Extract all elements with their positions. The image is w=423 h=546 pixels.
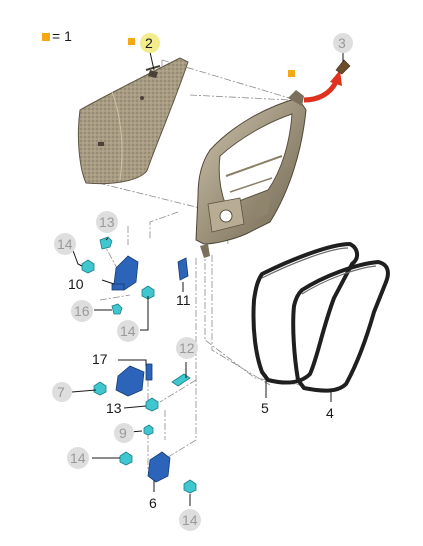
legend: = 1 xyxy=(42,28,72,44)
callout-2: 2 xyxy=(145,35,153,51)
removal-arrow xyxy=(303,70,342,103)
upper-hinge-assembly xyxy=(81,236,155,315)
callout-14b: 14 xyxy=(120,323,136,339)
callout-bubble-14c xyxy=(67,447,89,469)
callout-12: 12 xyxy=(179,340,195,356)
callout-bubble-16 xyxy=(71,300,93,322)
callout-14d: 14 xyxy=(182,512,198,528)
callout-13a: 13 xyxy=(99,214,115,230)
callout-bubble-14b xyxy=(117,320,139,342)
callout-11: 11 xyxy=(176,292,191,308)
callout-6: 6 xyxy=(149,495,157,511)
callout-bubble-3 xyxy=(333,33,353,53)
door-seal-4 xyxy=(291,260,390,393)
callout-5: 5 xyxy=(261,400,269,416)
marker-square-frame xyxy=(288,70,295,77)
callouts: 2 3 4 5 6 7 9 10 11 12 13 13 14 14 14 14… xyxy=(52,33,353,531)
callout-bubble-2 xyxy=(140,33,160,53)
callout-14a: 14 xyxy=(57,236,73,252)
callout-bubble-12 xyxy=(176,337,198,359)
door-check-assembly xyxy=(119,451,197,494)
legend-label: = 1 xyxy=(52,28,72,44)
callout-9: 9 xyxy=(119,425,127,441)
callout-bubble-13a xyxy=(96,211,118,233)
callout-bubble-9 xyxy=(114,423,134,443)
bracket-part-11 xyxy=(177,257,189,281)
legend-swatch xyxy=(42,33,50,41)
callout-7: 7 xyxy=(57,384,65,400)
inner-door-frame xyxy=(195,90,307,258)
door-seal-5 xyxy=(251,242,359,385)
callout-4: 4 xyxy=(326,405,334,421)
callout-3: 3 xyxy=(338,35,346,51)
callout-10: 10 xyxy=(68,276,84,292)
assembly-lines xyxy=(85,59,301,470)
marker-square-panel xyxy=(128,38,135,45)
leader-lines xyxy=(71,51,344,506)
callout-bubble-14a xyxy=(54,233,76,255)
callout-16: 16 xyxy=(74,303,90,319)
callout-bubble-7 xyxy=(52,382,72,402)
callout-13b: 13 xyxy=(106,400,122,416)
outer-door-panel xyxy=(77,57,189,185)
callout-17: 17 xyxy=(92,351,108,367)
clip-part-3 xyxy=(335,59,351,75)
callout-14c: 14 xyxy=(70,450,86,466)
callout-bubble-14d xyxy=(179,509,201,531)
